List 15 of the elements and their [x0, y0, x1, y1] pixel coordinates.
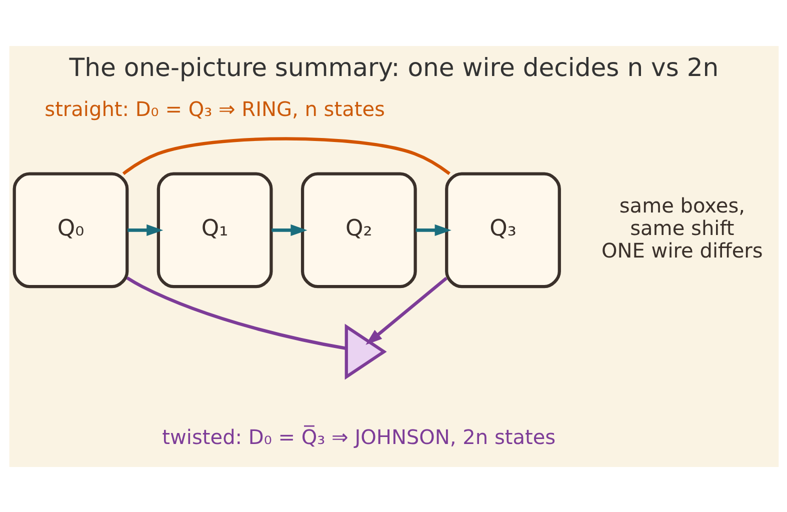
- arrow: [365, 276, 447, 344]
- node-box: Q₁: [156, 172, 272, 288]
- connector: [122, 136, 450, 175]
- arrow: [271, 224, 307, 236]
- arrow: [415, 224, 451, 236]
- node-triangle: [344, 323, 386, 380]
- diagram-title: The one-picture summary: one wire decides n vs 2n: [68, 52, 718, 82]
- label: same boxes, same shift ONE wire differs: [601, 192, 762, 262]
- label: twisted: D₀ = Q̅₃ ⇒ JOHNSON, 2n states: [162, 424, 556, 449]
- connector: [126, 276, 346, 350]
- label: straight: D₀ = Q₃ ⇒ RING, n states: [44, 96, 385, 120]
- node-box: Q₀: [12, 172, 128, 288]
- node-box: Q₃: [444, 172, 560, 288]
- arrow: [127, 224, 163, 236]
- node-box: Q₂: [300, 172, 416, 288]
